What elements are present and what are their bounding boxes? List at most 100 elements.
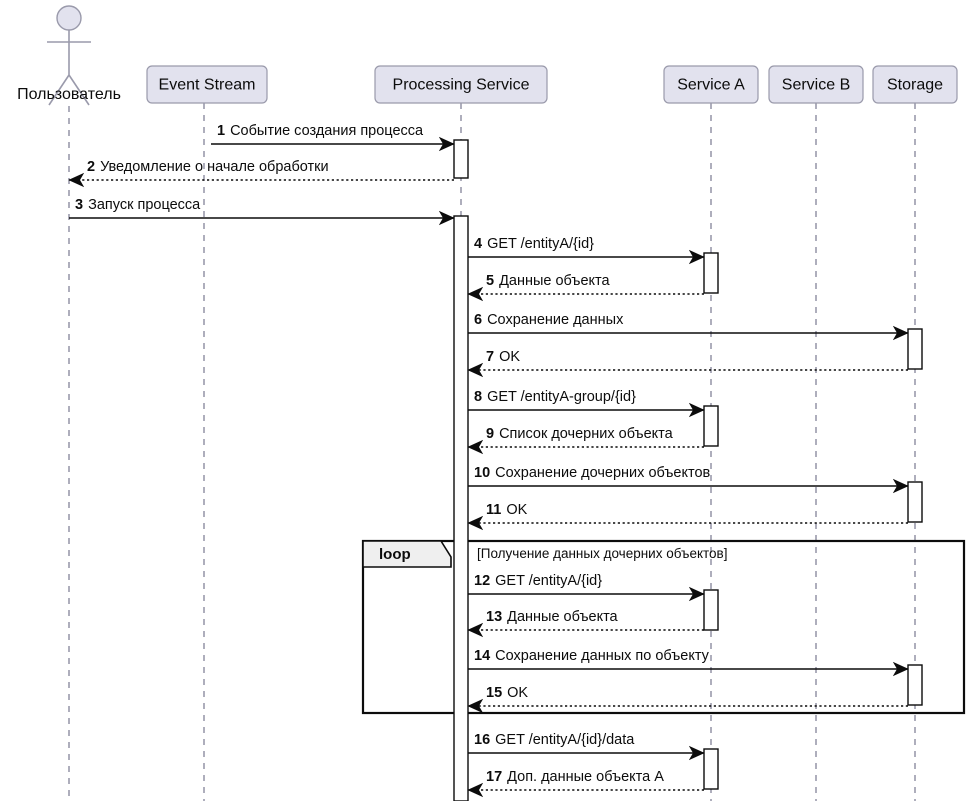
message-label-16: 16 GET /entityA/{id}/data [474, 732, 635, 748]
message-16[interactable]: 16 GET /entityA/{id}/data [468, 732, 705, 761]
message-label-13: 13 Данные объекта [486, 609, 619, 625]
message-number-1: 1 [217, 123, 225, 139]
participant-box-storage[interactable] [872, 65, 958, 104]
message-text-4: GET /entityA/{id} [487, 236, 594, 252]
activation-bar-servicea [703, 405, 719, 447]
message-number-16: 16 [474, 732, 490, 748]
activation-bar-servicea [703, 748, 719, 790]
fragment-guard-condition: [Получение данных дочерних объектов] [477, 546, 727, 561]
participant-servicea[interactable]: Service A [663, 65, 759, 104]
message-label-3: 3 Запуск процесса [75, 197, 201, 213]
participant-storage[interactable]: Storage [872, 65, 958, 104]
message-text-8: GET /entityA-group/{id} [487, 389, 636, 405]
message-17[interactable]: 17 Доп. данные объекта А [467, 769, 704, 798]
message-label-11: 11 OK [486, 502, 528, 518]
fragments-layer: loop [Получение данных дочерних объектов] [361, 539, 966, 715]
participant-box-servicea[interactable] [663, 65, 759, 104]
message-10[interactable]: 10 Сохранение дочерних объектов [468, 465, 909, 494]
participants-layer: Пользователь Event Stream Processing Servi… [17, 5, 958, 106]
message-3[interactable]: 3 Запуск процесса [69, 197, 455, 226]
activation-bar-storage [907, 481, 923, 523]
message-7[interactable]: 7 OK [467, 349, 908, 378]
participant-user[interactable]: Пользователь [17, 5, 121, 106]
message-text-13: Данные объекта [507, 609, 618, 625]
message-5[interactable]: 5 Данные объекта [467, 273, 704, 302]
message-number-14: 14 [474, 648, 490, 664]
message-4[interactable]: 4 GET /entityA/{id} [468, 236, 705, 265]
activation-bar-storage [907, 664, 923, 706]
participant-label-processing: Processing Service [393, 77, 530, 94]
message-text-1: Событие создания процесса [230, 123, 424, 139]
message-text-6: Сохранение данных [487, 312, 624, 328]
message-text-5: Данные объекта [499, 273, 610, 289]
activation-bar-storage [907, 328, 923, 370]
message-number-7: 7 [486, 349, 494, 365]
message-text-17: Доп. данные объекта А [507, 769, 664, 785]
participant-processing[interactable]: Processing Service [374, 65, 548, 104]
message-text-11: OK [506, 502, 527, 518]
message-text-7: OK [499, 349, 520, 365]
activation-bar-processing [453, 215, 469, 801]
message-9[interactable]: 9 Список дочерних объекта [467, 426, 704, 455]
actor-body-icon [47, 30, 91, 106]
message-label-9: 9 Список дочерних объекта [486, 426, 674, 442]
message-number-4: 4 [474, 236, 482, 252]
message-text-10: Сохранение дочерних объектов [495, 465, 710, 481]
message-number-9: 9 [486, 426, 494, 442]
message-15[interactable]: 15 OK [467, 685, 908, 714]
fragment-tab [362, 540, 452, 568]
participant-label-serviceb: Service B [782, 77, 850, 94]
message-text-3: Запуск процесса [88, 197, 201, 213]
message-11[interactable]: 11 OK [467, 502, 908, 531]
actor-head-icon [56, 5, 82, 31]
participant-event[interactable]: Event Stream [146, 65, 268, 104]
participant-label-storage: Storage [887, 77, 943, 94]
message-number-17: 17 [486, 769, 502, 785]
participant-serviceb[interactable]: Service B [768, 65, 864, 104]
message-number-11: 11 [486, 502, 501, 518]
participant-box-processing[interactable] [374, 65, 548, 104]
message-label-5: 5 Данные объекта [486, 273, 610, 289]
participant-label-event: Event Stream [159, 77, 256, 94]
message-text-9: Список дочерних объекта [499, 426, 674, 442]
message-number-15: 15 [486, 685, 502, 701]
message-number-6: 6 [474, 312, 482, 328]
message-label-6: 6 Сохранение данных [474, 312, 624, 328]
message-label-1: 1 Событие создания процесса [217, 123, 424, 139]
message-number-13: 13 [486, 609, 502, 625]
activation-bar-servicea [703, 589, 719, 631]
activations-layer [453, 139, 923, 801]
participant-label-servicea: Service A [677, 77, 745, 94]
message-number-5: 5 [486, 273, 494, 289]
fragment-tab-label: loop [379, 546, 411, 563]
activation-bar-servicea [703, 252, 719, 294]
message-13[interactable]: 13 Данные объекта [467, 609, 704, 638]
message-label-15: 15 OK [486, 685, 528, 701]
message-text-16: GET /entityA/{id}/data [495, 732, 635, 748]
participant-box-serviceb[interactable] [768, 65, 864, 104]
message-label-4: 4 GET /entityA/{id} [474, 236, 594, 252]
participant-box-event[interactable] [146, 65, 268, 104]
message-label-7: 7 OK [486, 349, 520, 365]
message-text-12: GET /entityA/{id} [495, 573, 602, 589]
fragment-outline [361, 539, 966, 715]
message-text-15: OK [507, 685, 528, 701]
message-text-2: Уведомление о начале обработки [100, 159, 329, 175]
message-number-3: 3 [75, 197, 83, 213]
message-6[interactable]: 6 Сохранение данных [468, 312, 909, 341]
participant-label-user: Пользователь [17, 86, 121, 103]
activation-bar-processing [453, 139, 469, 179]
message-number-10: 10 [474, 465, 490, 481]
message-label-17: 17 Доп. данные объекта А [486, 769, 664, 785]
message-1[interactable]: 1 Событие создания процесса [211, 123, 455, 152]
